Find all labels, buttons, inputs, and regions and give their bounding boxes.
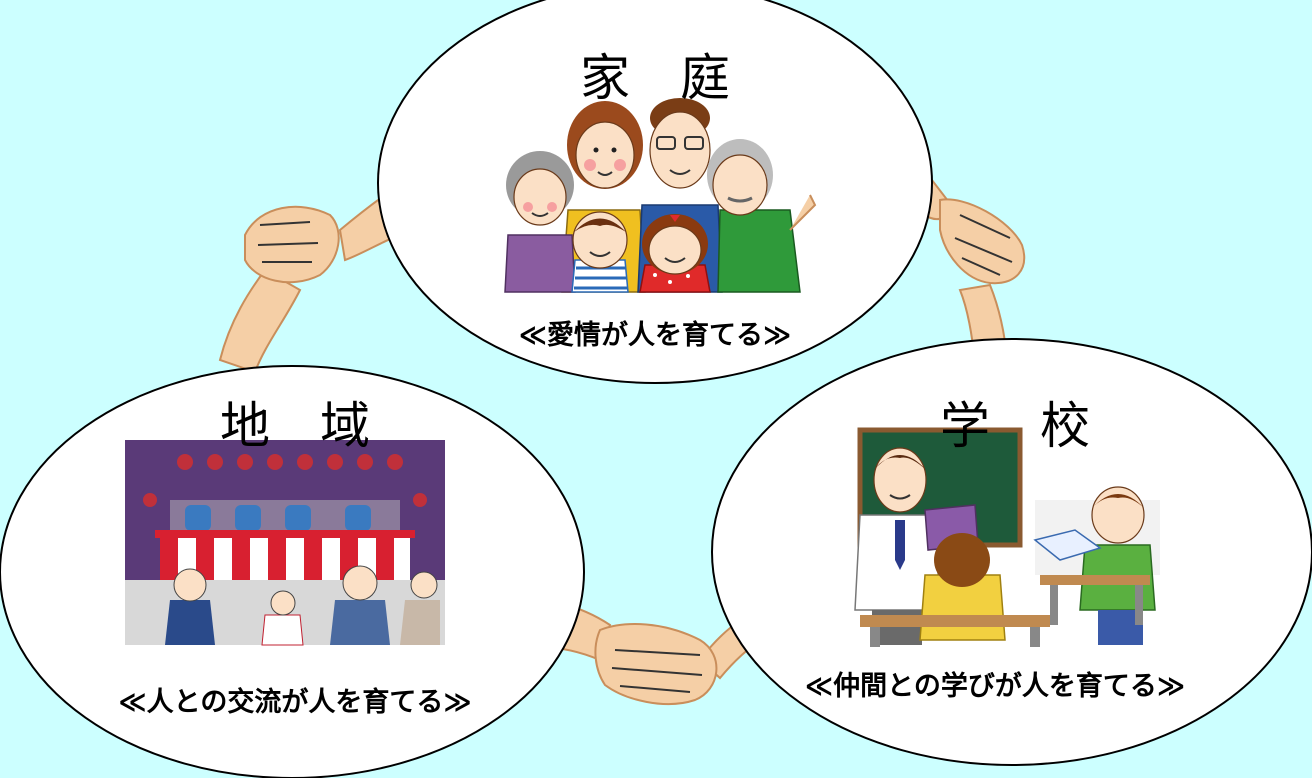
school-caption: ≪仲間との学びが人を育てる≫ — [804, 671, 1186, 702]
school-title: 学 校 — [940, 397, 1090, 455]
home-title: 家 庭 — [580, 49, 730, 107]
community-title: 地 域 — [220, 397, 370, 455]
family-illustration — [504, 98, 817, 293]
community-caption: ≪人との交流が人を育てる≫ — [118, 687, 472, 718]
handshake-icon — [218, 188, 402, 374]
classroom-illustration — [854, 427, 1160, 647]
bon-dance-festival-illustration — [125, 440, 445, 646]
home-caption: ≪愛情が人を育てる≫ — [518, 320, 792, 351]
